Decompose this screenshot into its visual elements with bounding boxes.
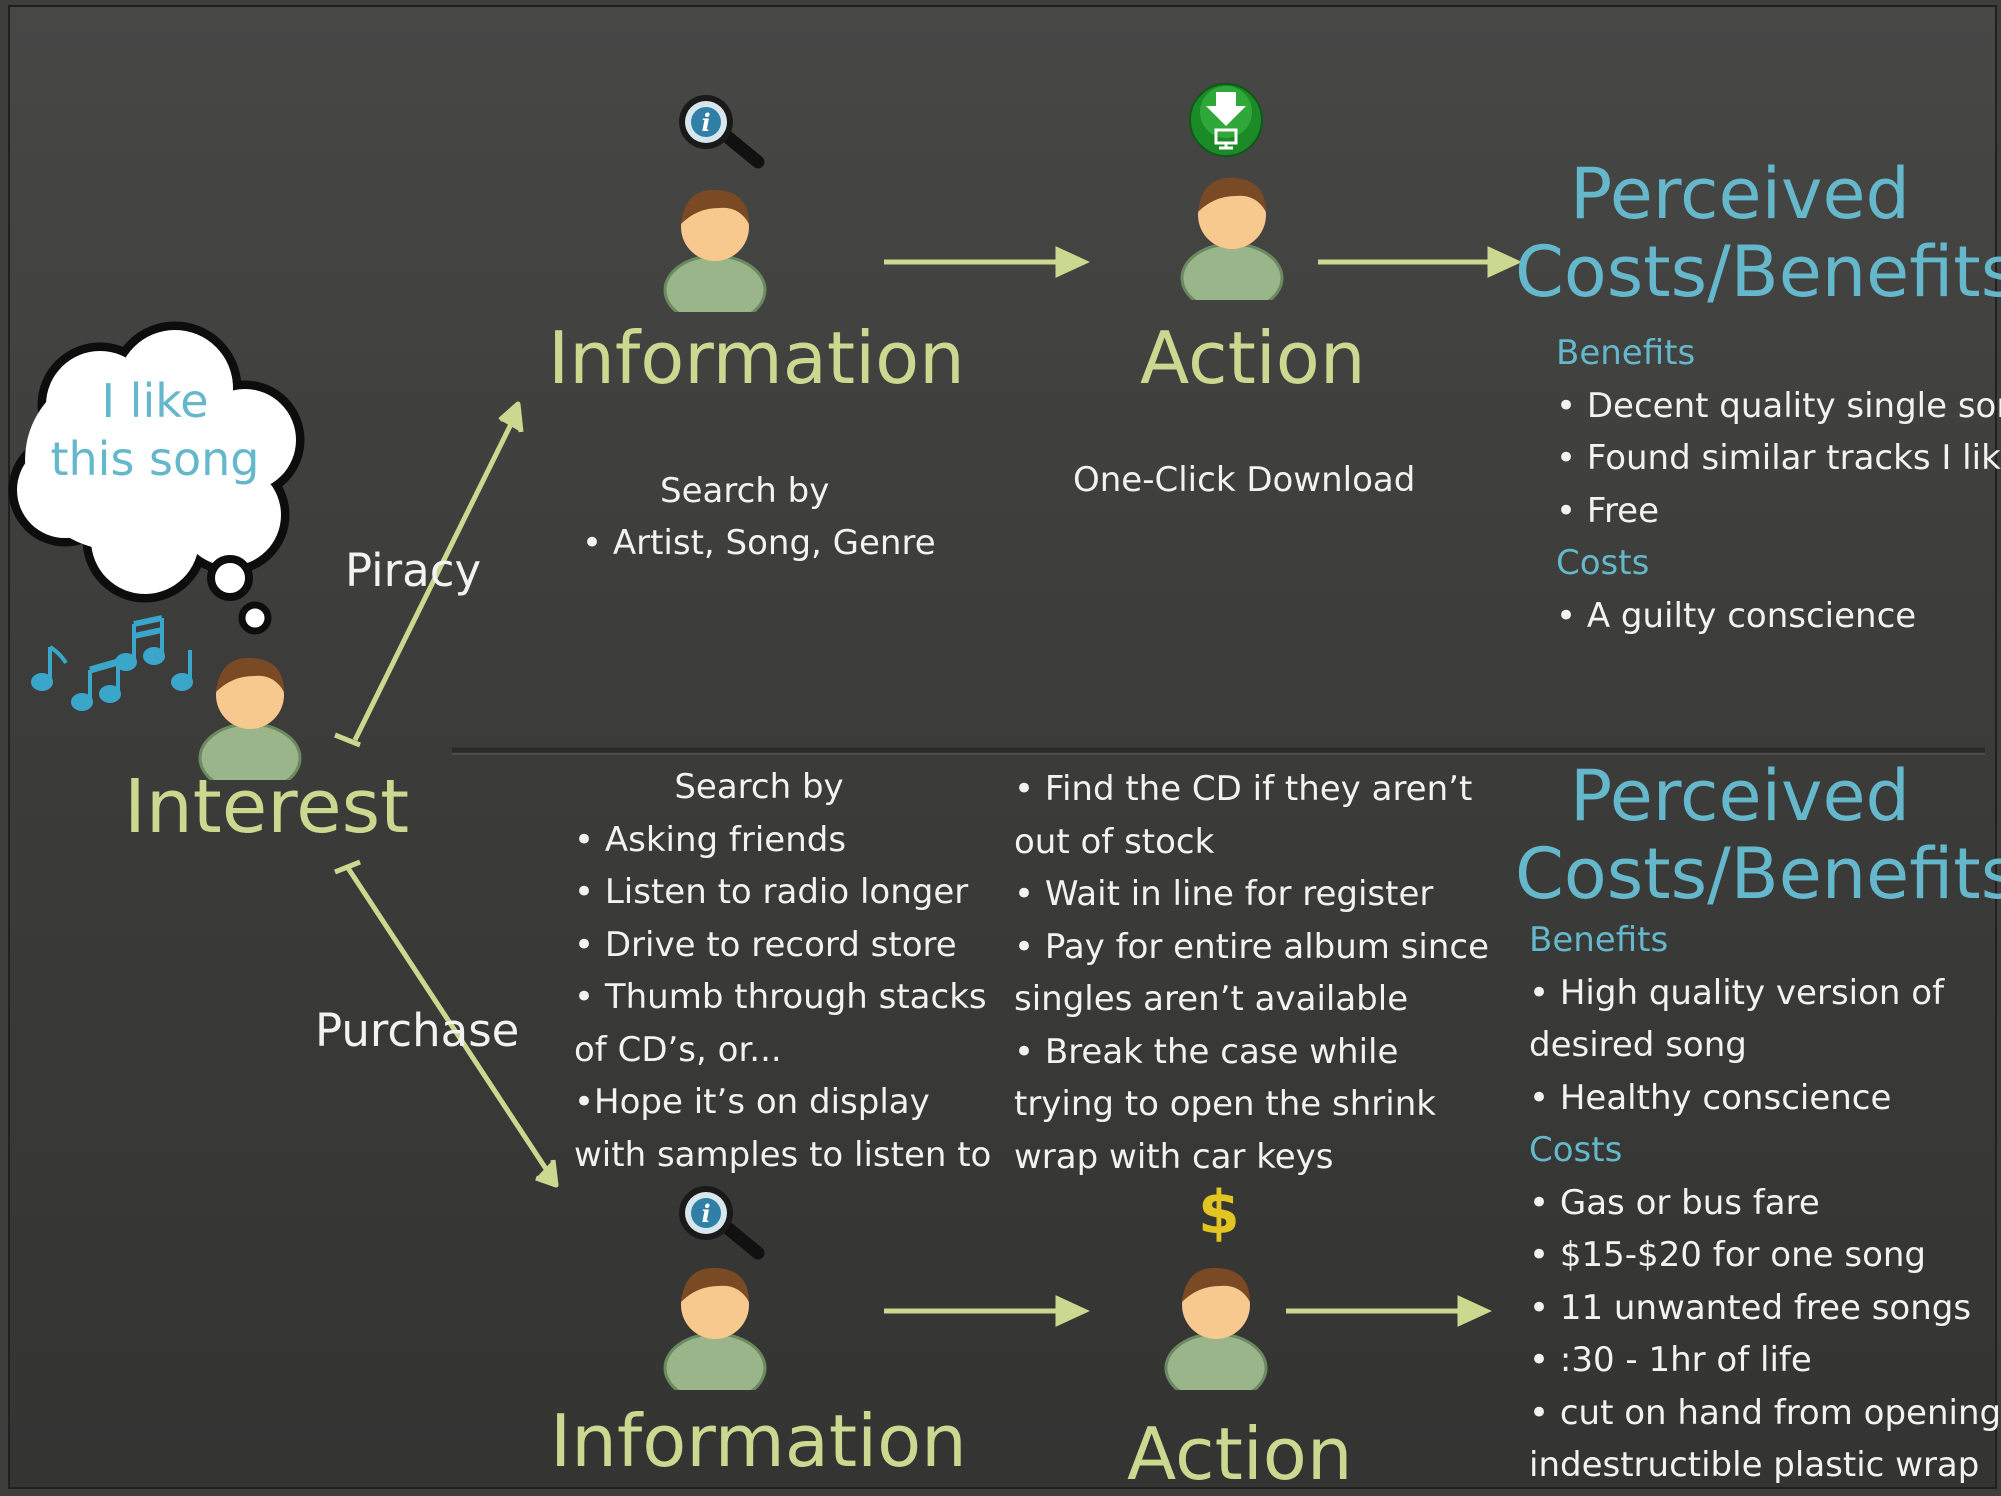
purchase-info-line: • Listen to radio longer bbox=[574, 872, 969, 912]
purchase-information-title: Information bbox=[550, 1399, 967, 1483]
purchase-action-title: Action bbox=[1127, 1412, 1353, 1496]
purchase-cost-item: • :30 - 1hr of life bbox=[1529, 1340, 1812, 1380]
info-magnifier-icon-purchase: i bbox=[679, 1186, 765, 1260]
purchase-benefit-item: desired song bbox=[1529, 1025, 1747, 1065]
thought-bubble-text: I like this song bbox=[40, 372, 270, 488]
purchase-cost-item: • cut on hand from opening bbox=[1529, 1392, 2001, 1433]
purchase-information-list: Search by • Asking friends • Listen to r… bbox=[574, 761, 992, 1181]
music-notes-icon bbox=[31, 615, 193, 711]
purchase-information-person-icon bbox=[663, 1267, 767, 1390]
piracy-arrow bbox=[334, 401, 524, 748]
purchase-action-line: singles aren’t available bbox=[1014, 979, 1409, 1019]
purchase-action-list: • Find the CD if they aren’t out of stoc… bbox=[1014, 763, 1489, 1183]
svg-text:i: i bbox=[701, 1199, 710, 1228]
piracy-benefits-label: Benefits bbox=[1556, 333, 1696, 373]
purchase-info-line: of CD’s, or... bbox=[574, 1029, 782, 1070]
purchase-action-line: • Pay for entire album since bbox=[1014, 926, 1490, 967]
purchase-action-line: trying to open the shrink bbox=[1014, 1084, 1436, 1124]
thought-bubble-icon bbox=[8, 321, 305, 635]
piracy-action-description: One-Click Download bbox=[1073, 460, 1416, 500]
purchase-benefits-label: Benefits bbox=[1529, 920, 1669, 960]
purchase-info-line: • Thumb through stacks bbox=[574, 977, 987, 1017]
download-icon bbox=[1189, 83, 1263, 157]
piracy-label: Piracy bbox=[345, 544, 482, 597]
purchase-arrow bbox=[334, 859, 559, 1188]
purchase-outcome-heading-line2: Costs/Benefits bbox=[1515, 833, 2001, 915]
purchase-cost-item: indestructible plastic wrap bbox=[1529, 1445, 1980, 1485]
info-magnifier-icon: i bbox=[679, 95, 765, 169]
purchase-costs-label: Costs bbox=[1529, 1130, 1623, 1170]
purchase-action-line: wrap with car keys bbox=[1014, 1136, 1334, 1177]
interest-label: Interest bbox=[124, 764, 410, 850]
purchase-cost-item: • 11 unwanted free songs bbox=[1529, 1287, 1972, 1328]
purchase-cost-item: • Gas or bus fare bbox=[1529, 1182, 1820, 1223]
piracy-costs-label: Costs bbox=[1556, 543, 1650, 583]
piracy-outcome-heading-line2: Costs/Benefits bbox=[1515, 231, 2001, 313]
piracy-benefit-item: • Decent quality single song bbox=[1556, 385, 2001, 426]
piracy-search-heading: Search by bbox=[660, 471, 830, 511]
purchase-info-line: •Hope it’s on display bbox=[574, 1082, 930, 1122]
piracy-information-title: Information bbox=[548, 316, 965, 400]
purchase-action-line: • Break the case while bbox=[1014, 1031, 1399, 1072]
purchase-outcome-list: Benefits • High quality version of desir… bbox=[1529, 914, 2001, 1492]
purchase-label: Purchase bbox=[315, 1004, 520, 1057]
dollar-icon: $ bbox=[1198, 1178, 1240, 1248]
piracy-information-person-icon bbox=[663, 189, 767, 312]
purchase-info-line: with samples to listen to bbox=[574, 1134, 992, 1175]
slide bbox=[8, 5, 1997, 1489]
thought-line-1: I like bbox=[101, 374, 209, 428]
piracy-action-title: Action bbox=[1140, 316, 1366, 400]
purchase-benefit-item: • Healthy conscience bbox=[1529, 1077, 1892, 1118]
svg-text:i: i bbox=[701, 108, 710, 137]
piracy-cost-item: • A guilty conscience bbox=[1556, 595, 1917, 636]
purchase-info-line: • Drive to record store bbox=[574, 924, 957, 965]
piracy-outcome-heading-line1: Perceived bbox=[1570, 153, 1910, 235]
purchase-info-line: • Asking friends bbox=[574, 819, 847, 860]
interest-person-icon bbox=[198, 657, 302, 780]
bottom-arrows bbox=[884, 1295, 1492, 1327]
purchase-action-person-icon bbox=[1164, 1267, 1268, 1390]
purchase-action-line: out of stock bbox=[1014, 821, 1215, 862]
purchase-search-heading: Search by bbox=[674, 767, 844, 807]
purchase-outcome-heading-line1: Perceived bbox=[1570, 755, 1910, 837]
piracy-benefit-item: • Free bbox=[1556, 490, 1660, 531]
purchase-benefit-item: • High quality version of bbox=[1529, 972, 1945, 1013]
piracy-action-person-icon bbox=[1180, 177, 1284, 300]
purchase-action-line: • Find the CD if they aren’t bbox=[1014, 769, 1473, 809]
purchase-cost-item: • $15-$20 for one song bbox=[1529, 1235, 1927, 1275]
thought-line-2: this song bbox=[50, 432, 260, 486]
purchase-outcome-heading: Perceived Costs/Benefits bbox=[1515, 755, 2001, 915]
piracy-outcome-list: Benefits • Decent quality single song • … bbox=[1556, 327, 2001, 642]
purchase-action-line: • Wait in line for register bbox=[1014, 874, 1434, 914]
top-arrows bbox=[884, 246, 1522, 278]
piracy-benefit-item: • Found similar tracks I like bbox=[1556, 438, 2001, 478]
piracy-outcome-heading: Perceived Costs/Benefits bbox=[1515, 153, 2001, 313]
piracy-search-item: • Artist, Song, Genre bbox=[582, 523, 936, 563]
